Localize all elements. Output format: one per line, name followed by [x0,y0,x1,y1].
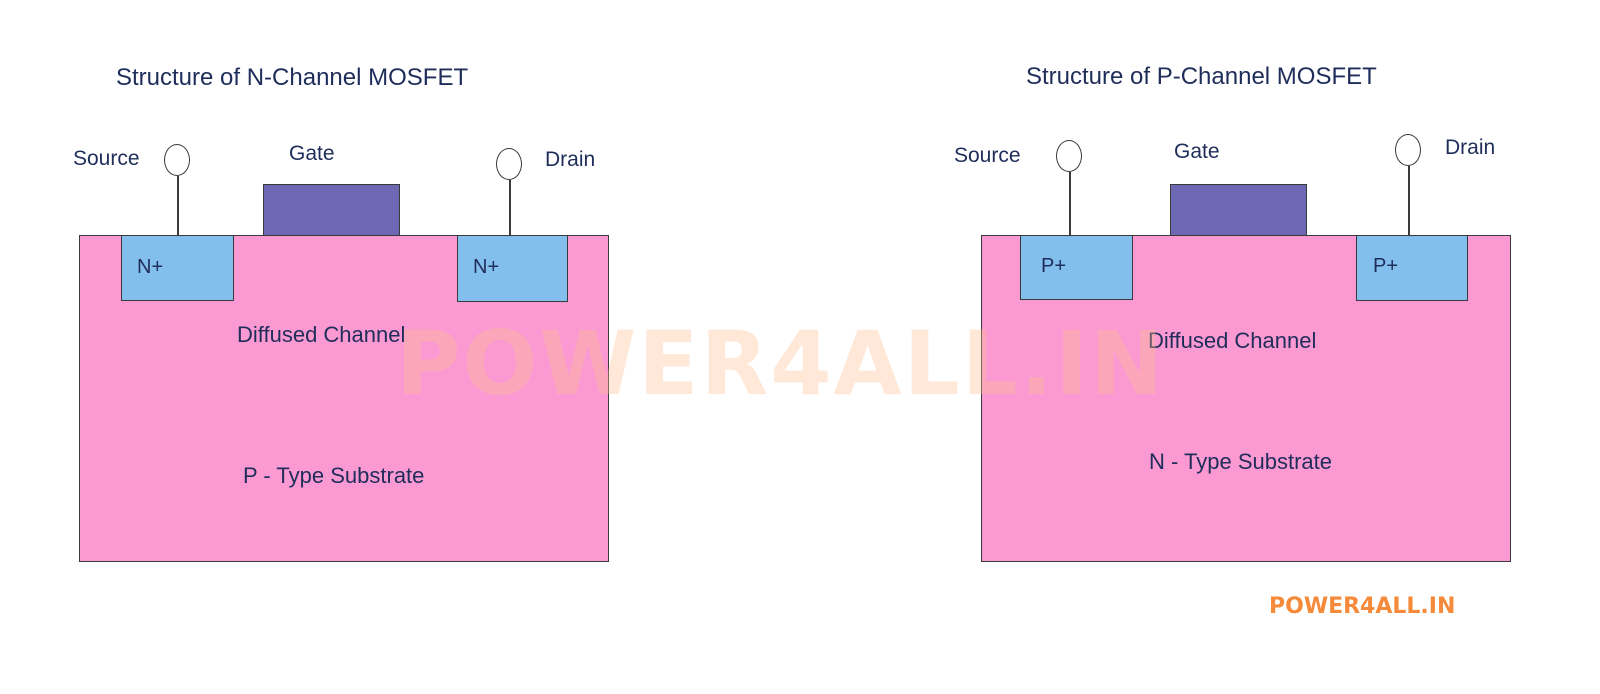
watermark-text: POWER4ALL.IN [396,312,1166,415]
nmos-drain-lead [509,180,511,236]
nmos-source-lead [177,176,179,236]
nmos-drain-well-label: N+ [473,256,500,278]
pmos-source-terminal [1056,140,1082,172]
nmos-channel-label: Diffused Channel [237,322,406,347]
nmos-source-well [121,235,234,301]
pmos-drain-label: Drain [1445,136,1496,159]
nmos-source-terminal [164,144,190,176]
nmos-source-label: Source [73,147,140,170]
pmos-substrate-label: N - Type Substrate [1149,449,1333,474]
pmos-title: Structure of P-Channel MOSFET [1026,63,1377,90]
pmos-drain-terminal [1395,134,1421,166]
nmos-drain-label: Drain [545,148,596,171]
nmos-diagram: Structure of N-Channel MOSFET N+ N+ Sour… [73,64,609,562]
pmos-drain-well [1356,235,1468,301]
pmos-gate-electrode [1170,184,1307,236]
pmos-drain-well-label: P+ [1373,255,1399,277]
pmos-diagram: Structure of P-Channel MOSFET P+ P+ Sour… [800,0,1600,694]
pmos-source-label: Source [954,144,1021,167]
pmos-source-well [1020,235,1133,300]
brand-logo-text[interactable]: POWER4ALL.IN [1269,594,1456,619]
nmos-drain-terminal [496,148,522,180]
nmos-substrate-label: P - Type Substrate [243,463,425,488]
pmos-channel-label: Diffused Channel [1148,328,1317,353]
nmos-drain-well [457,235,568,302]
pmos-gate-label: Gate [1174,140,1220,163]
pmos-source-well-label: P+ [1041,255,1067,277]
nmos-title: Structure of N-Channel MOSFET [116,64,469,91]
nmos-gate-electrode [263,184,400,236]
pmos-drain-lead [1408,166,1410,236]
pmos-source-lead [1069,172,1071,236]
nmos-source-well-label: N+ [137,256,164,278]
nmos-gate-label: Gate [289,142,335,165]
